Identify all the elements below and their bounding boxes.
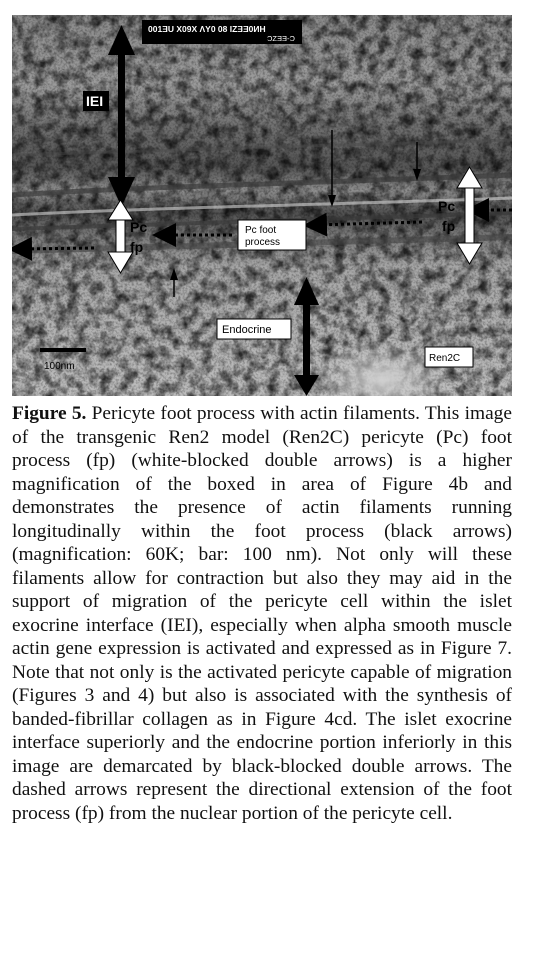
figure-caption-label: Figure 5.	[12, 403, 87, 424]
electron-micrograph-figure: 001ƎU X09X ΛY0 08 ƖZƎƎ0ИH ƆZƎƎ-Ͻ IEI Pc …	[12, 15, 512, 396]
dashed-arrow-left-edge	[12, 236, 95, 261]
figure-caption: Figure 5. Pericyte foot process with act…	[12, 402, 512, 825]
pc-fp-white-double-arrow-right	[456, 166, 483, 265]
micrograph-header-text-2: ƆZƎƎ-Ͻ	[267, 34, 296, 43]
micrograph-header-text: 001ƎU X09X ΛY0 08 ƖZƎƎ0ИH	[148, 24, 266, 34]
fp-left-label: fp	[130, 239, 143, 255]
iei-label-box	[83, 91, 109, 111]
actin-filament-arrow-2	[413, 142, 421, 181]
pc-right-label: Pc	[438, 198, 455, 214]
actin-filament-arrow-1	[328, 130, 336, 207]
pc-fp-white-double-arrow-left	[107, 199, 134, 274]
model-label: Ren2C	[429, 353, 460, 364]
model-label-box	[424, 346, 474, 368]
micrograph-image: 001ƎU X09X ΛY0 08 ƖZƎƎ0ИH ƆZƎƎ-Ͻ IEI Pc …	[12, 15, 512, 396]
endocrine-label: Endocrine	[222, 324, 272, 336]
endocrine-label-box	[216, 318, 292, 340]
scale-bar	[40, 348, 86, 352]
figure-caption-text: Pericyte foot process with actin filamen…	[12, 403, 512, 824]
endocrine-black-double-arrow	[294, 277, 319, 396]
iei-label: IEI	[86, 93, 103, 109]
pc-foot-label-line2: process	[245, 237, 280, 248]
pc-foot-label-line1: Pc foot	[245, 225, 276, 236]
scale-bar-label: 100nm	[44, 361, 75, 372]
actin-filament-arrow-3	[170, 268, 178, 297]
fp-right-label: fp	[442, 218, 455, 234]
pc-foot-process-label-box	[237, 219, 307, 251]
iei-black-double-arrow	[108, 25, 135, 207]
pc-left-label: Pc	[130, 219, 147, 235]
micrograph-header-bar	[142, 20, 302, 44]
